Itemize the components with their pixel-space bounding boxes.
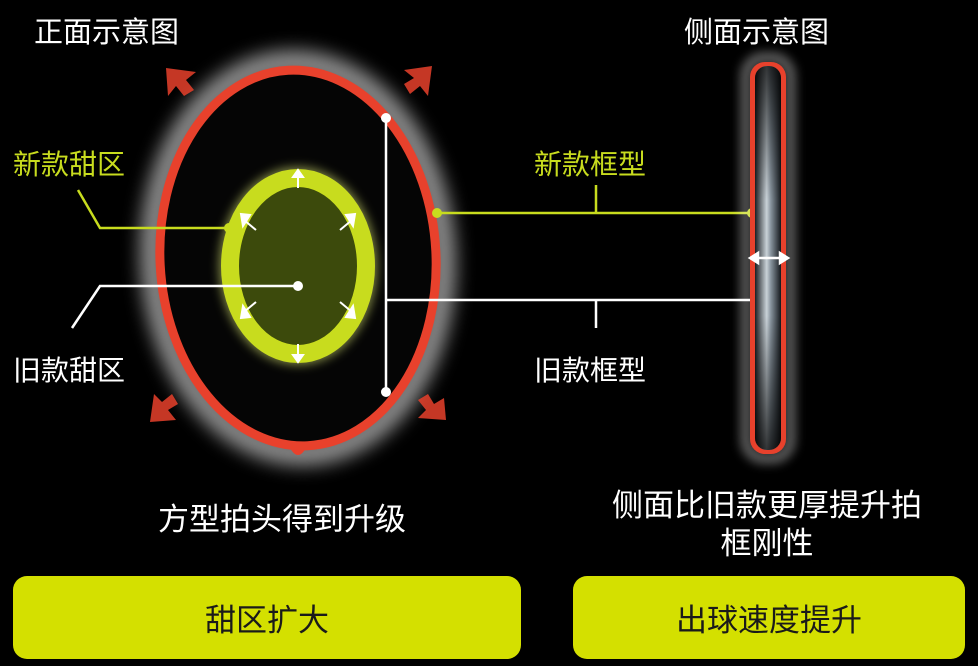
arrow-top-left-icon: [166, 68, 196, 96]
new-frame-label: 新款框型: [534, 148, 647, 181]
ball-speed-up-button[interactable]: 出球速度提升: [573, 576, 965, 659]
side-view-caption: 侧面比旧款更厚提升拍框刚性: [612, 488, 922, 562]
dimension-top-marker: [381, 113, 391, 123]
front-view-racket-head: [139, 50, 457, 466]
expand-arrows: [150, 66, 446, 422]
new-sweet-spot-leader: [76, 189, 228, 230]
arrow-bottom-right-icon: [418, 394, 446, 420]
side-view-racket: [740, 52, 796, 464]
arrow-top-right-icon: [404, 66, 432, 96]
front-view-caption: 方型拍头得到升级: [158, 502, 406, 538]
sweet-spot-enlarged-button[interactable]: 甜区扩大: [13, 576, 521, 659]
old-frame-leader: [386, 298, 770, 328]
arrow-bottom-left-icon: [150, 394, 178, 422]
new-sweet-spot-label: 新款甜区: [13, 148, 126, 181]
old-sweet-spot-leader: [70, 284, 298, 329]
front-view-title: 正面示意图: [34, 15, 180, 49]
new-frame-leader: [437, 185, 752, 215]
side-view-title: 侧面示意图: [684, 15, 830, 49]
thickness-arrow-icon: [747, 250, 791, 266]
sweet-spot-expand-arrows: [239, 168, 357, 364]
old-sweet-spot-marker: [293, 281, 303, 291]
new-sweet-spot-ring: [221, 169, 375, 363]
new-frame-marker-front: [432, 208, 442, 218]
racket-throat: [288, 444, 308, 455]
racket-frame-ring: [155, 65, 441, 451]
old-frame-label: 旧款框型: [534, 354, 647, 387]
old-sweet-spot-label: 旧款甜区: [13, 354, 126, 387]
dimension-bottom-marker: [381, 387, 391, 397]
new-sweet-spot-marker: [224, 223, 234, 233]
